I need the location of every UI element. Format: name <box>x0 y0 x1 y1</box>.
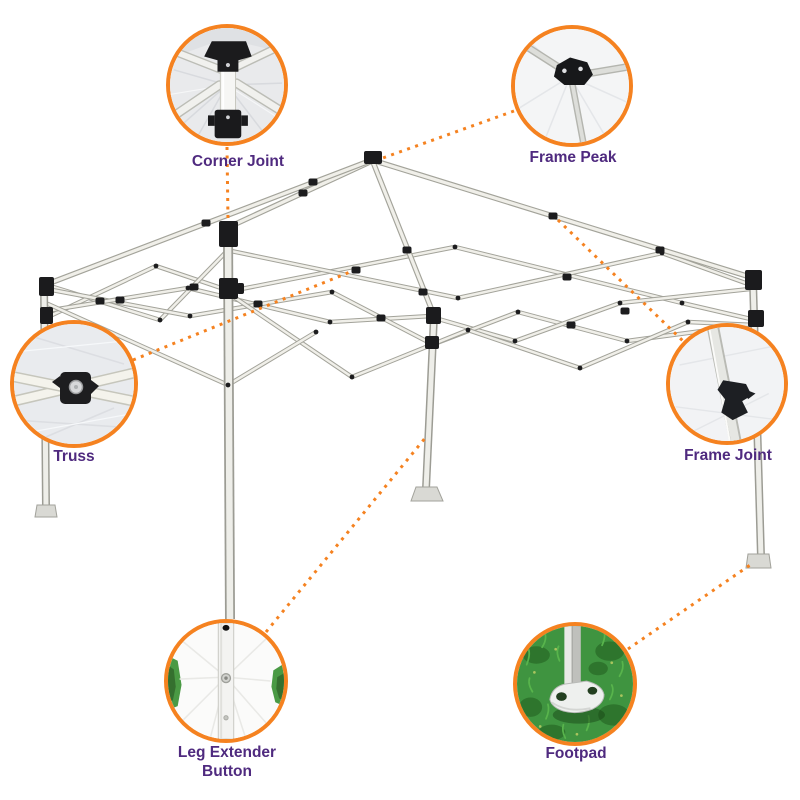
leader-dotted-line <box>627 561 754 651</box>
frame-joint-block <box>426 307 441 324</box>
truss-pivot <box>452 244 458 250</box>
frame-joint-block <box>425 336 439 349</box>
frame-clip <box>298 189 308 197</box>
leader-dotted-line <box>264 436 428 633</box>
truss-pivot <box>617 300 623 306</box>
truss-pivot <box>465 327 471 333</box>
leader-dotted-line <box>225 146 230 222</box>
truss-pivot <box>157 317 163 323</box>
frame-clip <box>402 246 412 254</box>
truss-pivot <box>185 285 191 291</box>
frame-clip <box>376 314 386 322</box>
frame-joint-block <box>364 151 382 164</box>
leg-extender-button-label: Leg Extender Button <box>177 744 277 780</box>
frame-clip <box>548 212 558 220</box>
corner-joint-photo <box>170 28 284 142</box>
truss-pivot <box>153 263 159 269</box>
peak-hub <box>553 57 593 86</box>
truss-bar <box>466 328 582 370</box>
truss-pivot <box>577 365 583 371</box>
leader-dotted-line <box>379 109 515 161</box>
leader-dotted-line <box>556 218 685 343</box>
frame-clip <box>566 321 576 329</box>
truss-bar <box>154 264 232 293</box>
truss-bar <box>46 302 230 387</box>
frame-clip <box>418 288 428 296</box>
truss-bar <box>226 330 318 387</box>
truss-pivot <box>329 289 335 295</box>
truss-pivot <box>313 329 319 335</box>
truss-pivot <box>685 319 691 325</box>
truss-pivot <box>349 374 355 380</box>
frame-joint-block <box>219 278 238 299</box>
frame-clip <box>253 300 263 308</box>
frame-joint-callout <box>666 323 788 445</box>
leg-extender-button-callout <box>164 619 288 743</box>
truss-pivot <box>512 338 518 344</box>
truss-pivot <box>455 295 461 301</box>
frame-joint-block <box>745 270 762 290</box>
frame-joint-block <box>40 307 53 324</box>
frame-clip <box>115 296 125 304</box>
truss-pivot <box>515 309 521 315</box>
frame-peak-photo <box>515 29 629 143</box>
frame-clip <box>351 266 361 274</box>
truss-bar <box>578 320 690 370</box>
truss-pivot <box>624 338 630 344</box>
frame-clip <box>655 246 665 254</box>
truss-callout <box>10 320 138 448</box>
frame-peak-label: Frame Peak <box>529 149 617 166</box>
corner-bracket <box>204 41 252 72</box>
footpad-callout <box>513 622 637 746</box>
leg-extender-button-photo <box>168 623 284 739</box>
frame-clip <box>562 273 572 281</box>
frame-clip <box>95 297 105 305</box>
truss-bar <box>350 328 470 379</box>
corner-joint-callout <box>166 24 288 146</box>
truss-bar <box>229 293 354 379</box>
frame-joint-block <box>39 277 54 296</box>
truss-pivot <box>679 300 685 306</box>
truss-bar <box>680 301 757 322</box>
truss-bar <box>229 245 457 293</box>
truss-photo <box>14 324 134 444</box>
frame-joint-block <box>237 283 244 294</box>
footpad <box>410 486 444 502</box>
truss-pivot <box>187 313 193 319</box>
frame-clip <box>189 283 199 291</box>
roof-strut <box>371 160 435 315</box>
truss-label: Truss <box>53 448 95 465</box>
footpad-photo <box>517 626 633 742</box>
frame-joint-clamp <box>717 380 752 421</box>
footpad-label: Footpad <box>545 745 607 762</box>
corner-joint-label: Corner Joint <box>191 153 285 170</box>
frame-clip <box>308 178 318 186</box>
truss-pivot <box>225 382 231 388</box>
frame-clip <box>620 307 630 315</box>
frame-joint-block <box>219 221 238 247</box>
frame-joint-photo <box>670 327 784 441</box>
truss-pivot <box>327 319 333 325</box>
roof-strut <box>48 158 374 285</box>
footpad <box>34 504 58 518</box>
footpad <box>745 553 772 569</box>
frame-clip <box>201 219 211 227</box>
truss-bar <box>660 251 753 287</box>
truss-bar <box>618 287 752 305</box>
roof-strut <box>370 158 752 279</box>
corner-slider <box>214 109 242 139</box>
frame-joint-block <box>748 310 764 327</box>
frame-joint-label: Frame Joint <box>684 447 772 464</box>
truss-bar <box>456 251 664 300</box>
frame-peak-callout <box>511 25 633 147</box>
